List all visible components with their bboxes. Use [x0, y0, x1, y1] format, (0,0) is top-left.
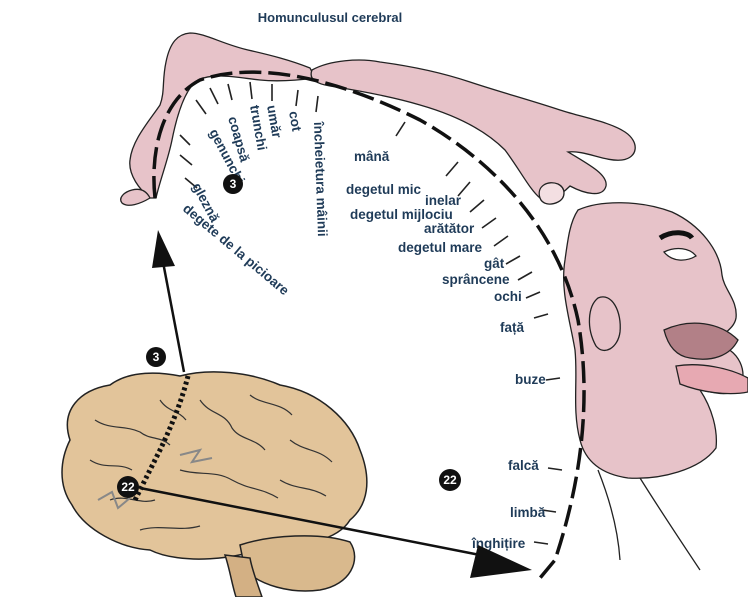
homunculus-thumb: [539, 183, 564, 204]
label-degetul-mijlociu: degetul mijlociu: [350, 207, 453, 222]
svg-text:3: 3: [230, 177, 237, 191]
label-gat: gât: [484, 256, 505, 271]
svg-text:22: 22: [443, 473, 457, 487]
badge-22-arc: 22: [439, 469, 461, 491]
label-cot: cot: [286, 110, 304, 133]
brain-illustration: [62, 372, 367, 597]
diagram-title: Homunculusul cerebral: [258, 10, 402, 25]
arrow-up-line: [163, 262, 184, 372]
badge-22-brain: 22: [117, 476, 139, 498]
homunculus-foot: [121, 189, 150, 205]
badge-3-top: 3: [223, 174, 243, 194]
homunculus-neck: [598, 470, 700, 570]
badge-3-brain: 3: [146, 347, 166, 367]
label-buze: buze: [515, 372, 546, 387]
label-inelar: inelar: [425, 193, 462, 208]
label-mana: mână: [354, 149, 390, 164]
label-incheietura: încheietura mâinii: [311, 121, 330, 237]
arrow-up-head: [152, 230, 175, 268]
label-ochi: ochi: [494, 289, 522, 304]
label-falca: falcă: [508, 458, 539, 473]
label-aratator: arătător: [424, 221, 475, 236]
label-degetul-mare: degetul mare: [398, 240, 483, 255]
homunculus-arm: [311, 60, 635, 200]
label-fata: față: [500, 320, 524, 335]
svg-text:3: 3: [153, 350, 160, 364]
label-limba: limbă: [510, 505, 546, 520]
label-degetul-mic: degetul mic: [346, 182, 422, 197]
label-degete-picioare: degete de la picioare: [180, 201, 292, 299]
label-sprancene: sprâncene: [442, 272, 510, 287]
svg-text:22: 22: [121, 480, 135, 494]
